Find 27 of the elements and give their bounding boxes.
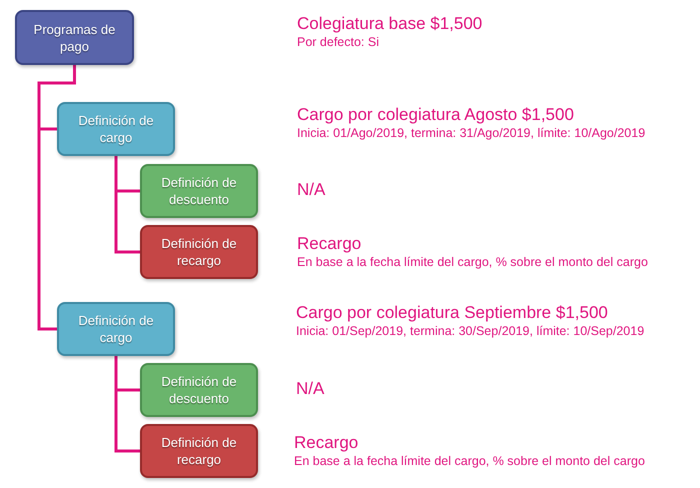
box-label: Definición de descuento [160,174,238,208]
box-label: Definición de cargo [77,112,155,146]
item-heading: Cargo por colegiatura Septiembre $1,500 [296,303,608,323]
box-label: Definición de cargo [77,312,155,346]
connector-line [38,65,76,330]
item-heading: N/A [296,379,324,399]
box-label: Definición de recargo [160,434,238,468]
category-box [57,302,175,356]
box-label: Definición de recargo [160,235,238,269]
category-box [140,164,258,218]
category-box [140,225,258,279]
item-heading: Colegiatura base $1,500 [297,14,482,34]
item-details: En base a la fecha límite del cargo, % sobre el monto del cargo [297,255,648,270]
item-heading: Recargo [294,433,358,453]
category-box [57,102,175,156]
item-details: En base a la fecha límite del cargo, % sobre el monto del cargo [294,454,645,469]
item-details: Por defecto: Si [297,35,379,50]
category-box [140,363,258,417]
box-label: Definición de descuento [160,373,238,407]
category-box [140,424,258,478]
item-heading: N/A [297,180,326,200]
item-details: Inicia: 01/Sep/2019, termina: 30/Sep/2019, límite: 10/Sep/2019 [296,324,644,339]
category-box [15,10,134,65]
item-details: Inicia: 01/Ago/2019, termina: 31/Ago/2019, límite: 10/Ago/2019 [297,126,646,141]
box-label: Programas de pago [32,20,116,54]
item-heading: Recargo [297,234,362,254]
item-heading: Cargo por colegiatura Agosto $1,500 [297,105,574,125]
